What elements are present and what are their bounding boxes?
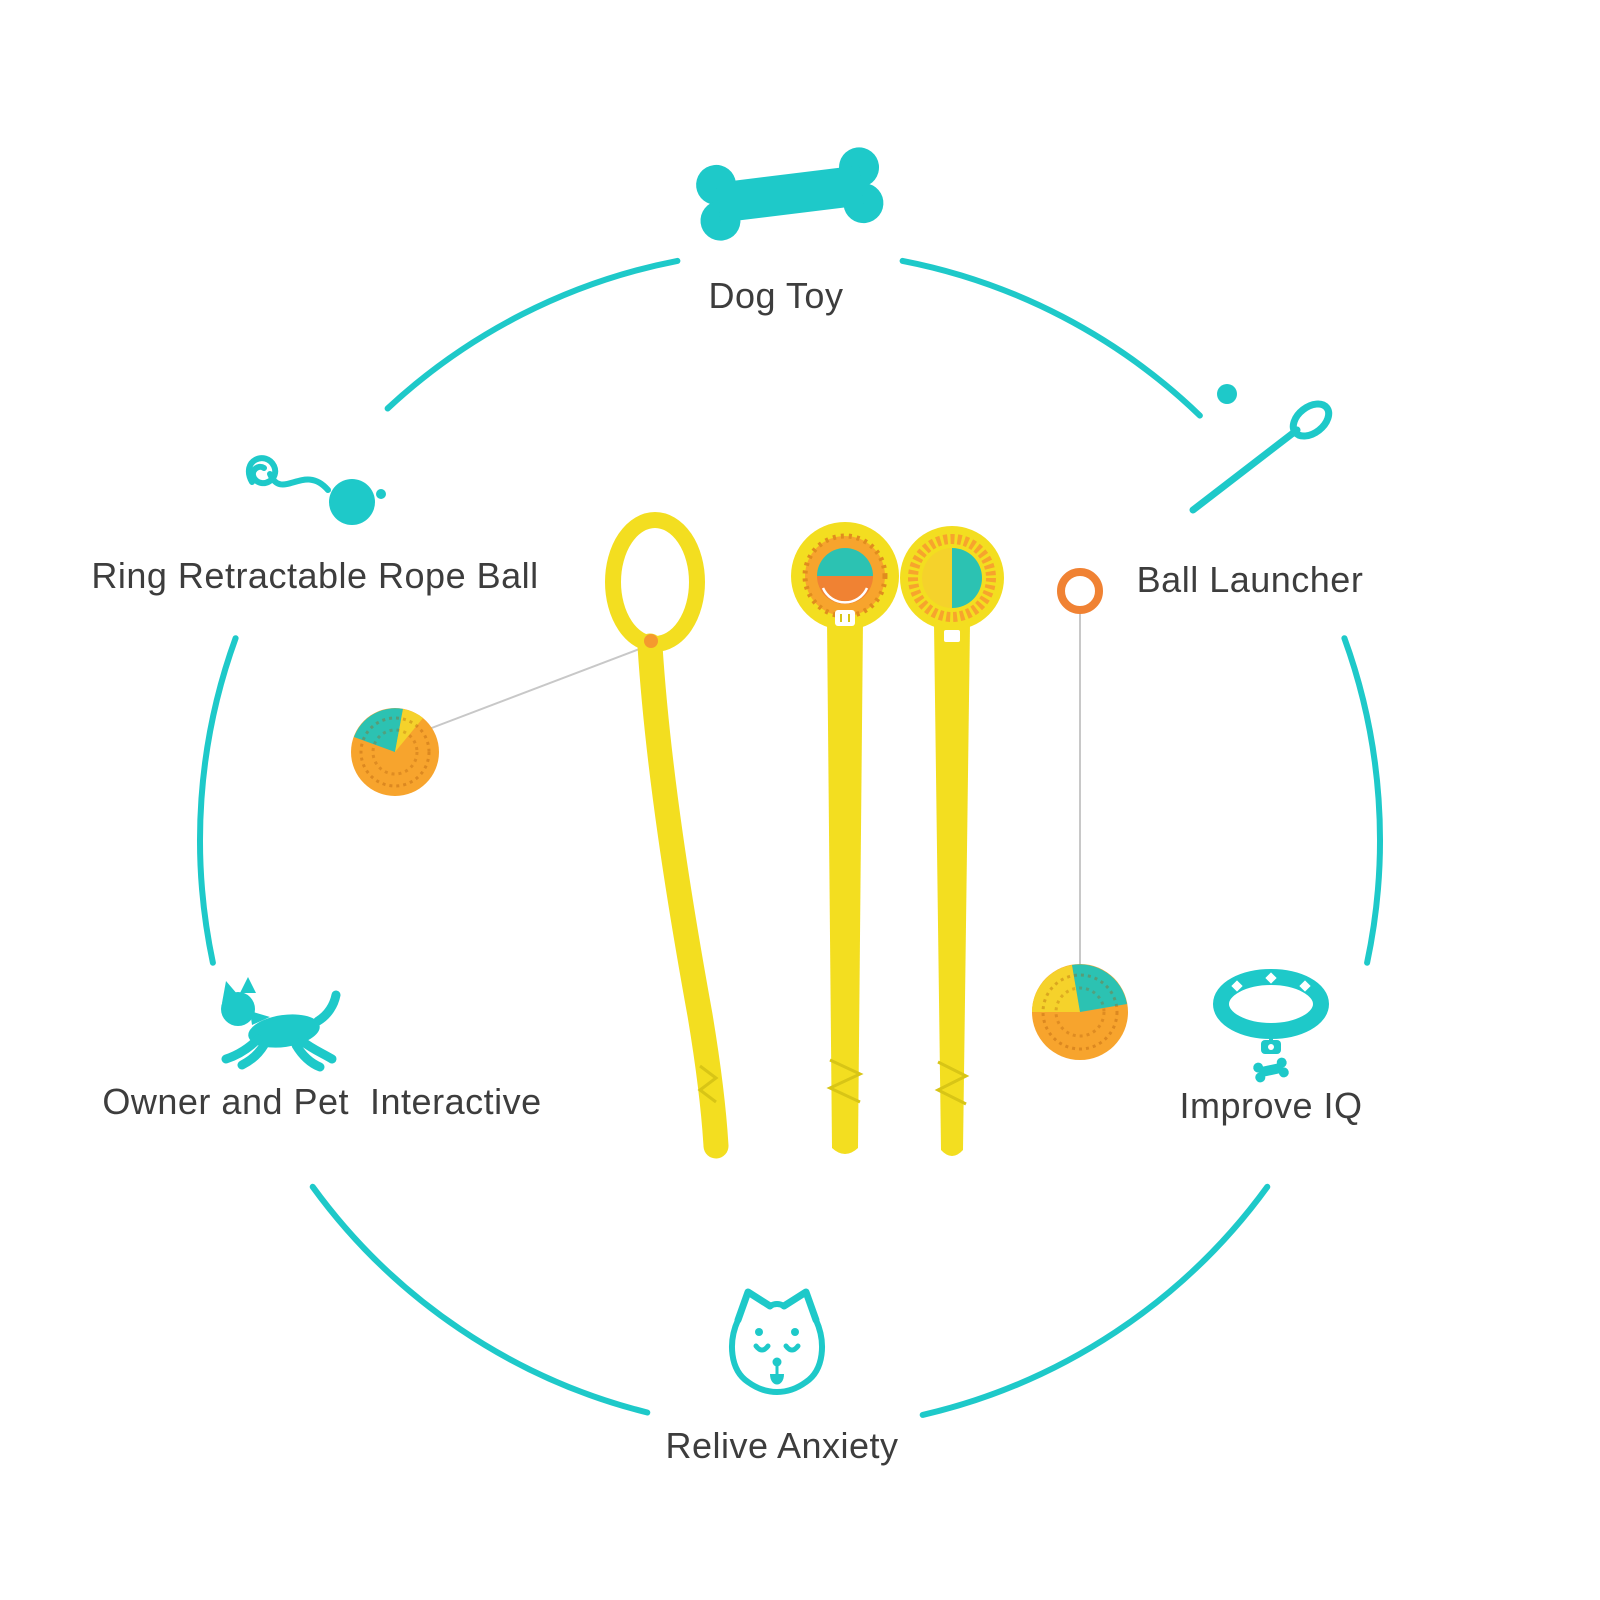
launcher-front-view: [791, 522, 899, 1154]
rope-ball-left: [351, 708, 439, 796]
circle-arc: [1341, 635, 1383, 966]
collar-icon: [1205, 968, 1340, 1088]
launcher-side-view: [605, 512, 729, 1159]
rope-string: [399, 644, 651, 741]
feature-label-rope-ball: Ring Retractable Rope Ball: [85, 556, 545, 596]
launcher-back-view: [900, 526, 1004, 1156]
pull-ring: [1057, 568, 1103, 614]
shiba-face-icon: [712, 1282, 842, 1427]
circle-arc: [899, 257, 1203, 419]
feature-label-relive-anxiety: Relive Anxiety: [659, 1426, 905, 1466]
feature-label-improve-iq: Improve IQ: [1173, 1086, 1369, 1126]
feature-label-interactive: Owner and Pet Interactive: [96, 1082, 548, 1122]
feature-label-ball-launcher: Ball Launcher: [1130, 560, 1370, 600]
circle-arc: [309, 1183, 651, 1416]
rope-ball-icon: [222, 440, 397, 550]
circle-arc: [384, 257, 681, 412]
feature-label-dog-toy: Dog Toy: [702, 276, 850, 316]
circle-arc: [919, 1183, 1271, 1418]
launcher-stick-icon: [1185, 378, 1345, 528]
bone-icon: [680, 146, 900, 251]
rope-ball-right: [1032, 964, 1128, 1060]
running-dog-icon: [198, 975, 358, 1080]
circle-arc: [197, 635, 239, 966]
